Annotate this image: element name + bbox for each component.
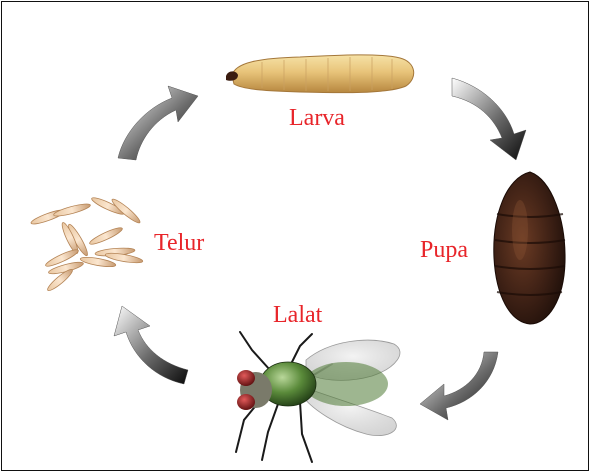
- stage-label-pupa: Pupa: [420, 238, 468, 262]
- pupa-image: [494, 172, 565, 324]
- arrow-telur-to-larva-icon: [118, 86, 198, 160]
- arrow-larva-to-pupa-icon: [452, 78, 526, 160]
- eggs-image: [30, 195, 143, 293]
- stage-label-telur: Telur: [154, 231, 204, 255]
- stage-label-lalat: Lalat: [273, 303, 322, 327]
- arrow-lalat-to-telur-icon: [114, 306, 188, 384]
- larva-image: [226, 55, 414, 93]
- fly-image: [236, 332, 400, 462]
- arrow-pupa-to-lalat-icon: [420, 352, 498, 420]
- stage-label-larva: Larva: [289, 106, 345, 130]
